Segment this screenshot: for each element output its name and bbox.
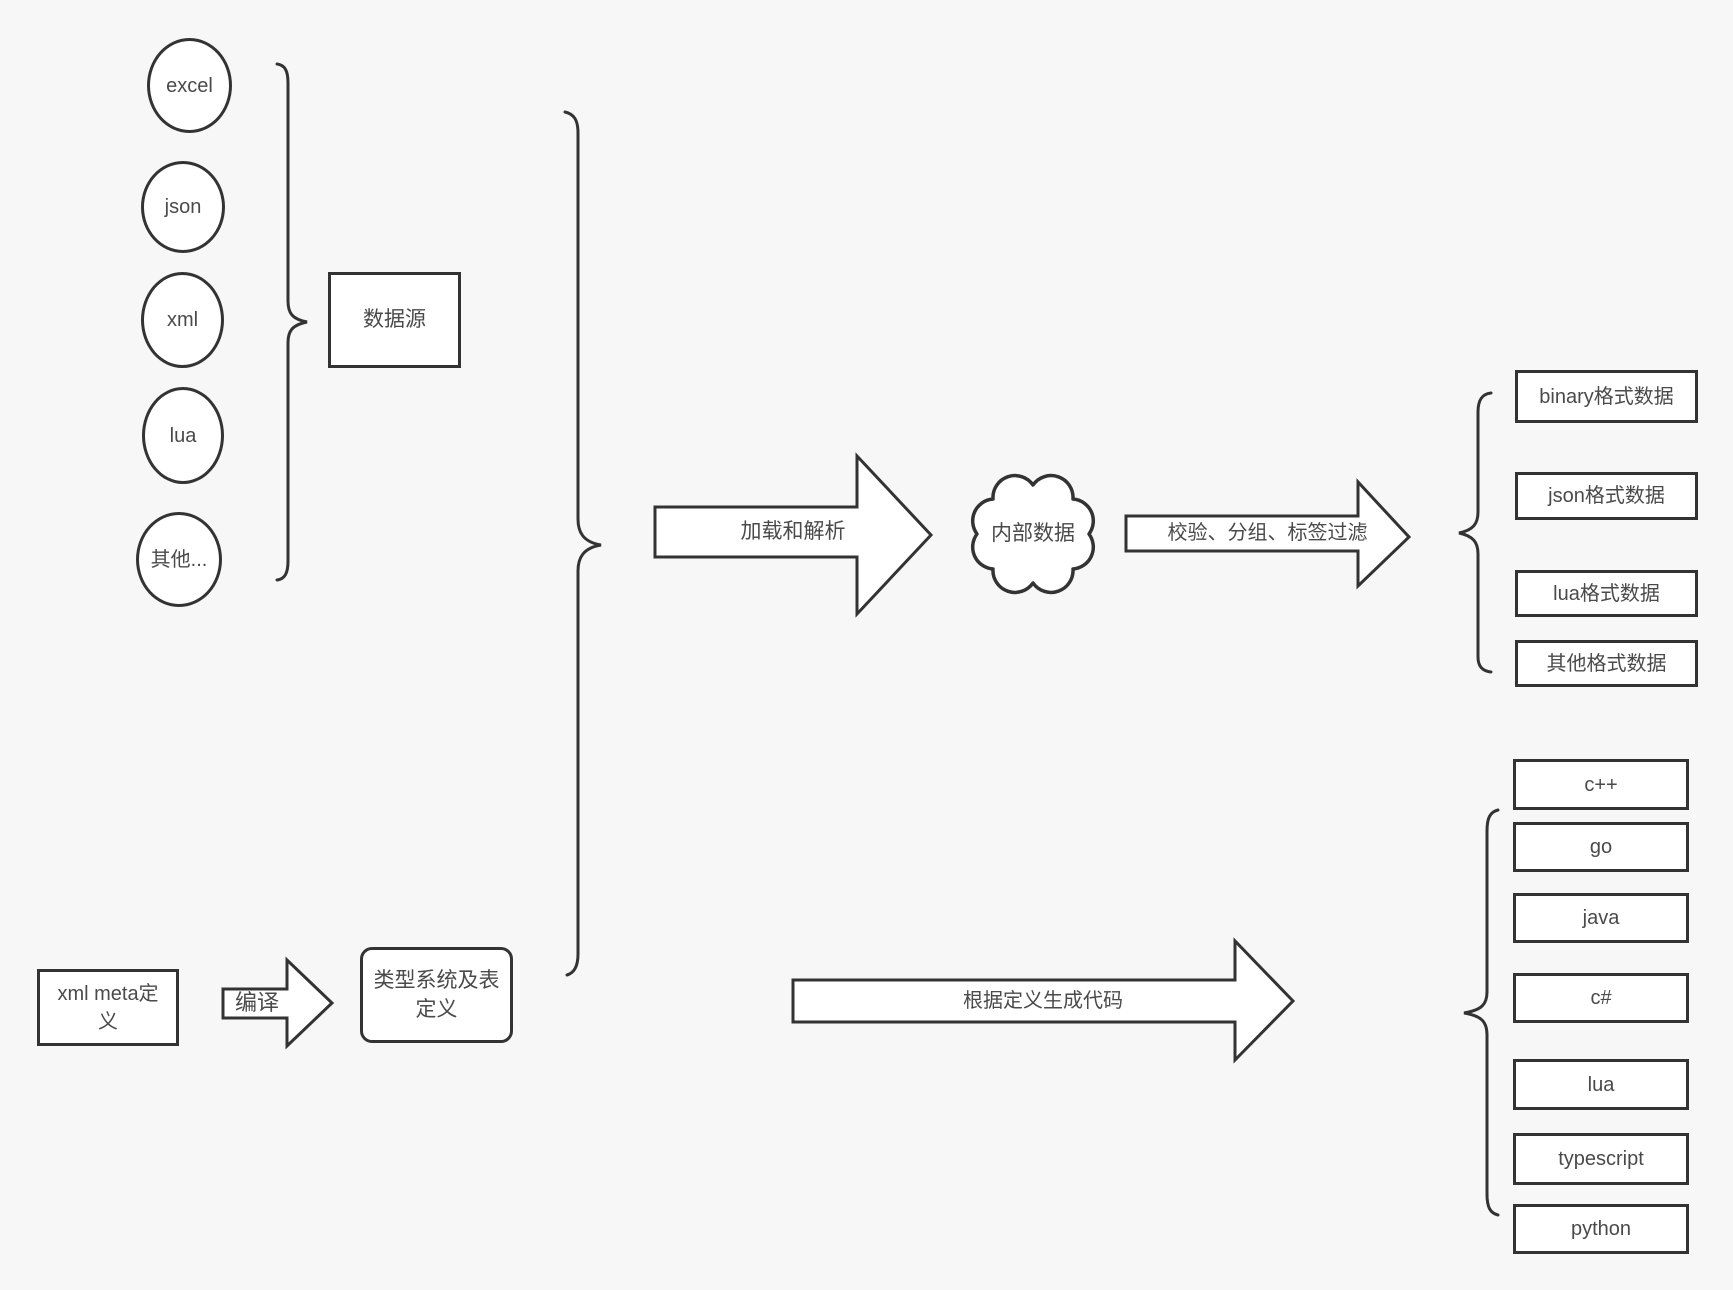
format-box-json: json格式数据 <box>1515 472 1698 520</box>
filter-arrow <box>1124 478 1412 590</box>
source-node-xml-label: xml <box>166 309 199 331</box>
source-node-excel: excel <box>147 38 232 133</box>
source-node-excel-label: excel <box>166 74 213 97</box>
format-box-lua: lua格式数据 <box>1515 570 1698 617</box>
language-box-typescript-label: typescript <box>1558 1148 1644 1170</box>
language-box-csharp-label: c# <box>1590 987 1612 1009</box>
source-node-json: json <box>141 161 225 253</box>
type-system-box-label: 类型系统及表定义 <box>373 968 500 1021</box>
datasource-box: 数据源 <box>328 272 461 368</box>
internal-data-cloud-shape <box>971 473 1095 595</box>
format-box-others-label: 其他格式数据 <box>1546 652 1667 675</box>
type-system-box: 类型系统及表定义 <box>360 947 513 1043</box>
codegen-arrow <box>791 937 1296 1064</box>
source-node-others: 其他... <box>136 512 222 607</box>
language-box-lua-label: lua <box>1587 1073 1615 1096</box>
source-node-lua: lua <box>142 387 224 484</box>
xml-meta-box-label: xml meta定义 <box>57 982 159 1033</box>
languages-brace <box>1463 808 1500 1217</box>
format-box-others: 其他格式数据 <box>1515 640 1698 687</box>
language-box-csharp: c# <box>1513 973 1689 1023</box>
language-box-cpp-label: c++ <box>1584 773 1618 796</box>
source-node-lua-label: lua <box>169 424 197 447</box>
datasource-box-label: 数据源 <box>363 308 426 332</box>
load-parse-arrow <box>653 452 934 618</box>
xml-meta-box: xml meta定义 <box>37 969 179 1046</box>
language-box-python: python <box>1513 1204 1689 1254</box>
language-box-go: go <box>1513 822 1689 872</box>
format-box-lua-label: lua格式数据 <box>1553 582 1660 605</box>
language-box-go-label: go <box>1589 836 1613 858</box>
language-box-cpp: c++ <box>1513 759 1689 810</box>
data-formats-brace <box>1458 391 1493 674</box>
format-box-binary-label: binary格式数据 <box>1539 385 1674 408</box>
language-box-java-label: java <box>1582 907 1620 929</box>
sources-group-brace <box>275 62 308 582</box>
language-box-typescript: typescript <box>1513 1133 1689 1185</box>
format-box-binary: binary格式数据 <box>1515 370 1698 423</box>
language-box-lua: lua <box>1513 1059 1689 1110</box>
language-box-python-label: python <box>1570 1218 1632 1240</box>
compile-arrow <box>221 956 335 1050</box>
inputs-group-brace <box>563 110 602 977</box>
language-box-java: java <box>1513 893 1689 943</box>
source-node-xml: xml <box>141 272 224 368</box>
format-box-json-label: json格式数据 <box>1548 485 1665 507</box>
source-node-json-label: json <box>164 196 202 218</box>
source-node-others-label: 其他... <box>150 548 208 571</box>
